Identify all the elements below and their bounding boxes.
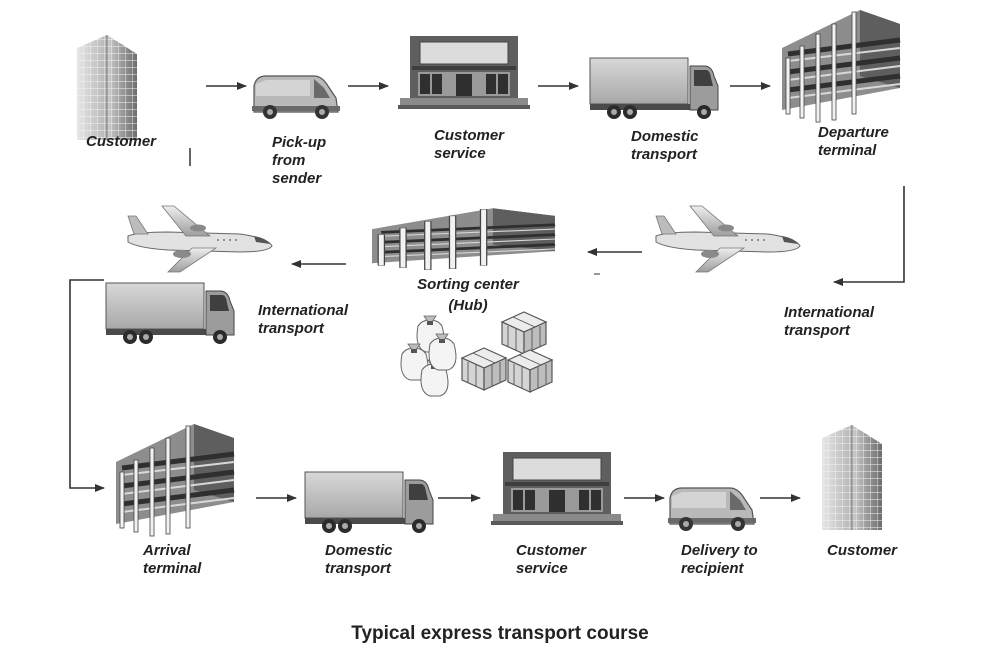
parcel-icon [507,349,553,393]
airplane-icon [655,205,801,273]
office-tower-icon [76,34,138,141]
diagram-title: Typical express transport course [351,623,649,644]
truck-icon [589,57,719,120]
shop-icon [397,35,531,110]
van-icon [667,487,757,532]
truck-icon [304,471,434,534]
flow-arrow [833,186,905,286]
terminal-building-icon [372,208,555,270]
office-tower-icon [821,424,883,531]
terminal-building-icon [782,10,900,122]
label-customer-start: Customer [86,133,157,150]
label-customer-end: Customer [827,542,898,559]
truck-icon [105,282,235,345]
parcel-icon [461,347,507,391]
airplane-icon [127,205,273,273]
label-sorting-center: Sorting center (Hub) [417,276,519,314]
van-icon [251,75,341,120]
flow-arrow [69,279,105,492]
terminal-building-icon [116,424,234,536]
shop-icon [490,451,624,526]
parcel-icon [501,311,547,355]
